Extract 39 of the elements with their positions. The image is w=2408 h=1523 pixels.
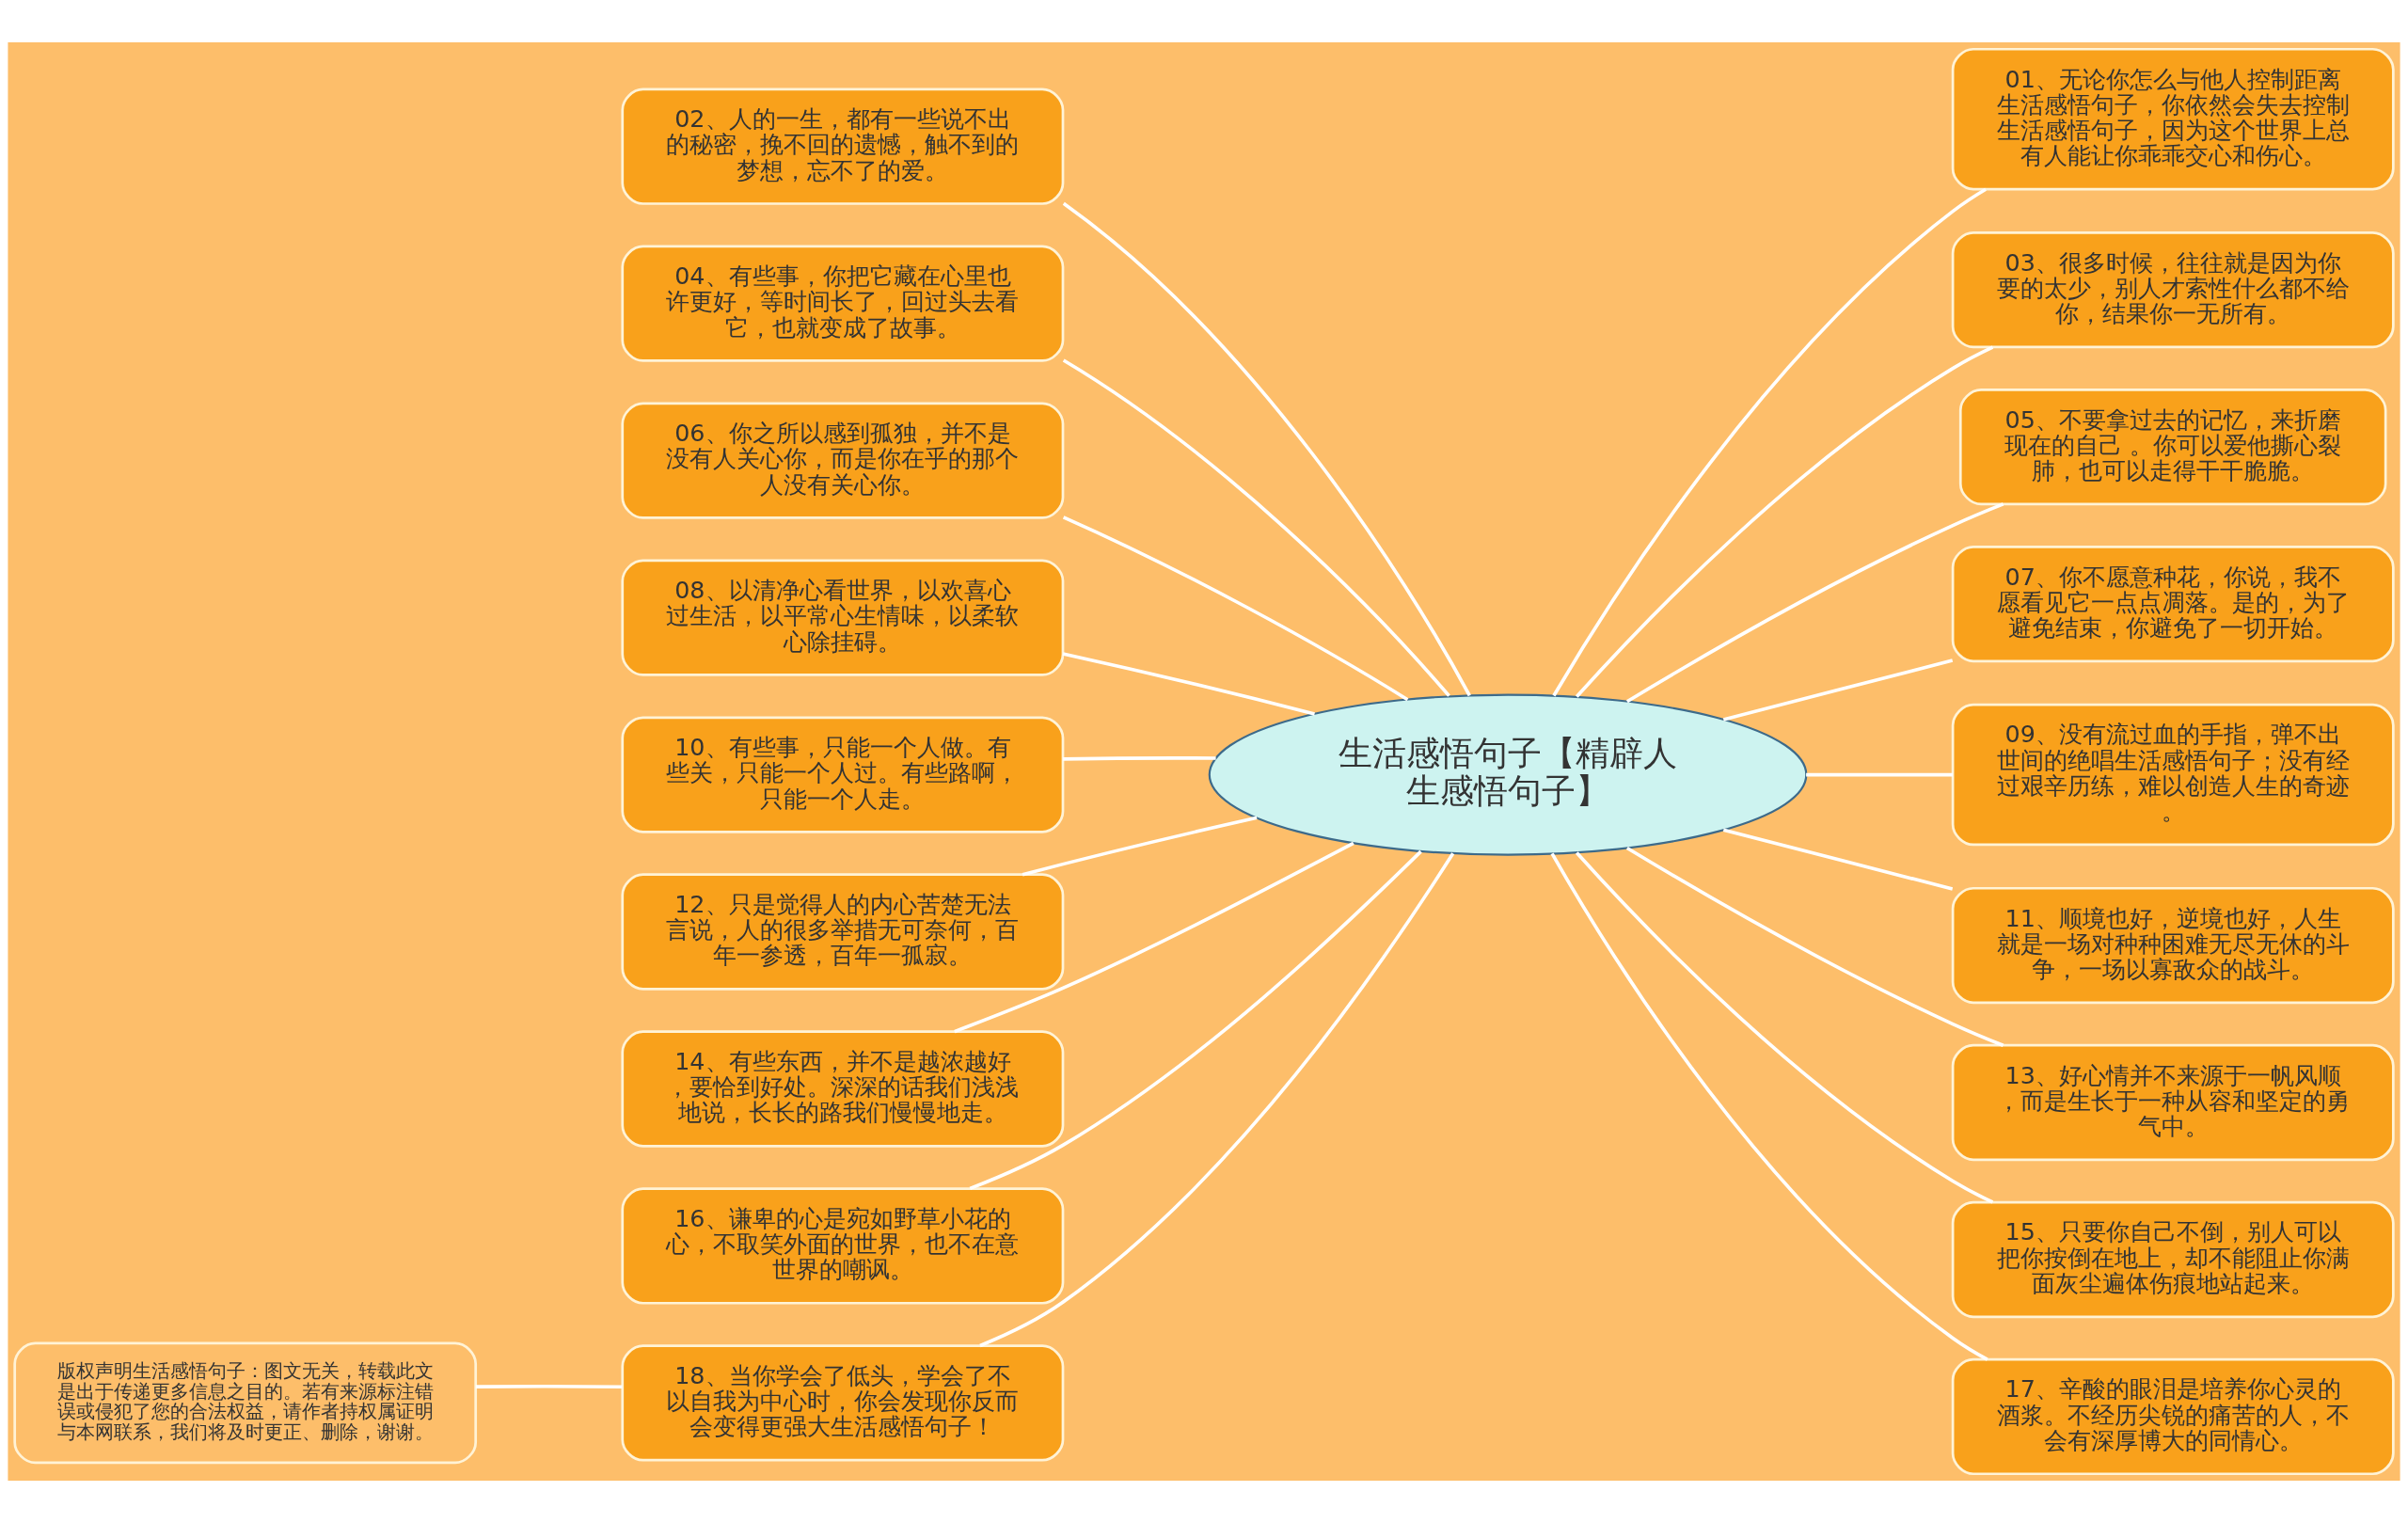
- connector: [1062, 652, 1315, 716]
- node-box: 06、你之所以感到孤独，并不是没有人关心你，而是你在乎的那个人没有关心你。: [621, 402, 1065, 519]
- node-box: 04、有些事，你把它藏在心里也许更好，等时间长了，回过头去看它，也就变成了故事。: [621, 245, 1065, 362]
- connector: [954, 841, 1354, 1034]
- connector: [1062, 516, 1409, 702]
- node-box: 03、很多时候，往往就是因为你要的太少，别人才索性什么都不给你，结果你一无所有。: [1951, 231, 2395, 349]
- connector: [1625, 502, 2004, 704]
- connector: [1550, 852, 1988, 1361]
- node-box: 10、有些事，只能一个人做。有些关，只能一个人过。有些路啊，只能一个人走。: [621, 716, 1065, 833]
- connector: [1625, 846, 2004, 1047]
- node-box: 16、谦卑的心是宛如野草小花的心，不取笑外面的世界，也不在意世界的嘲讽。: [621, 1187, 1065, 1305]
- connector: [1722, 658, 1954, 722]
- node-box: 05、不要拿过去的记忆，来折磨现在的自己 。你可以爱他撕心裂肺，也可以走得干干脆脆。: [1958, 388, 2387, 506]
- node-box: 07、你不愿意种花，你说，我不愿看见它一点点凋落。是的，为了避免结束，你避免了一切开始。: [1951, 545, 2395, 663]
- node-box: 版权声明生活感悟句子：图文无关，转载此文是出于传递更多信息之目的。若有来源标注错误或侵犯了您的合法权益，请作者持权属证明与本网联系，我们将及时更正、删除，谢谢。: [13, 1341, 478, 1465]
- node-box: 08、以清净心看世界，以欢喜心过生活，以平常心生情味，以柔软心除挂碍。: [621, 559, 1065, 676]
- node-box: 17、辛酸的眼泪是培养你心灵的酒浆。不经历尖锐的痛苦的人，不会有深厚博大的同情心。: [1951, 1357, 2395, 1476]
- node-box: 14、有些东西，并不是越浓越好，要恰到好处。深深的话我们浅浅地说，长长的路我们慢慢地走。: [621, 1030, 1065, 1148]
- connector: [1806, 772, 1954, 777]
- node-box: 13、好心情并不来源于一帆风顺，而是生长于一种从容和坚定的勇气中。: [1951, 1043, 2395, 1162]
- connector: [1063, 756, 1216, 761]
- node-box: 11、顺境也好，逆境也好，人生就是一场对种种困难无尽无休的斗争，一场以寡敌众的战斗。: [1951, 886, 2395, 1005]
- node-ellipse: 生活感悟句子【精辟人生感悟句子】: [1208, 693, 1808, 856]
- node-box: 09、没有流过血的手指，弹不出世间的绝唱生活感悟句子；没有经过艰辛历练，难以创造人生的奇迹。: [1951, 703, 2395, 847]
- connector: [1575, 345, 1994, 698]
- node-box: 12、只是觉得人的内心苦楚无法言说，人的很多举措无可奈何，百年一参透，百年一孤寂。: [621, 873, 1065, 991]
- connector: [1575, 851, 1994, 1204]
- connector: [475, 1384, 623, 1389]
- node-box: 18、当你学会了低头，学会了不以自我为中心时，你会发现你反而会变得更强大生活感悟句子！: [621, 1344, 1065, 1462]
- connector: [1552, 187, 1987, 697]
- connector: [1062, 358, 1450, 697]
- connector: [1062, 201, 1471, 697]
- node-box: 01、无论你怎么与他人控制距离生活感悟句子，你依然会失去控制生活感悟句子，因为这个世界上总有人能让你乖乖交心和伤心。: [1951, 47, 2395, 191]
- connector: [1722, 828, 1954, 891]
- connector: [1022, 816, 1258, 877]
- connector: [969, 849, 1422, 1191]
- node-box: 15、只要你自己不倒，别人可以把你按倒在地上，却不能阻止你满面灰尘遍体伤痕地站起来。: [1951, 1200, 2395, 1319]
- node-box: 02、人的一生，都有一些说不出的秘密，挽不回的遗憾，触不到的梦想，忘不了的爱。: [621, 87, 1065, 205]
- connector: [979, 852, 1455, 1348]
